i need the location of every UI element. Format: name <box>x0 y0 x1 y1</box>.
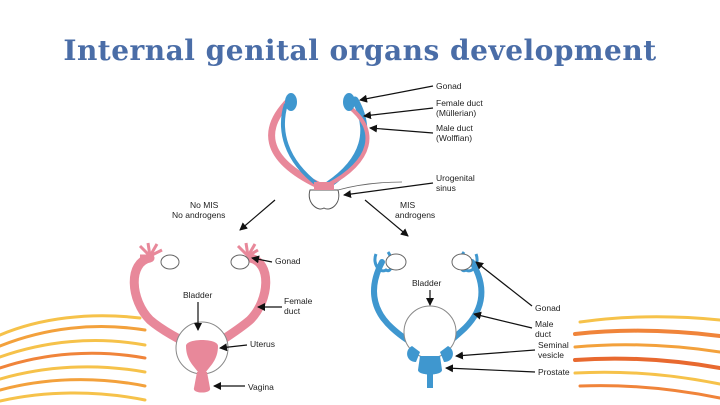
male-duct-sublabel: duct <box>535 329 552 339</box>
prostate <box>418 356 442 375</box>
seminal-vesicle-right <box>440 346 453 362</box>
vagina-label: Vagina <box>248 382 274 392</box>
female-uterus <box>186 340 218 372</box>
male-duct-sublabel: (Wolffian) <box>436 133 472 143</box>
gonad-label: Gonad <box>436 81 462 91</box>
male-testis-left <box>385 253 407 271</box>
male-development <box>370 251 485 388</box>
top-leader-lines <box>343 85 434 199</box>
seminal-vesicle-sublabel: vesicle <box>538 350 564 360</box>
decorative-swoosh-left <box>0 314 147 403</box>
female-duct-sublabel: (Müllerian) <box>436 108 476 118</box>
mis-label: MIS <box>400 200 415 210</box>
no-mis-label: No MIS <box>190 200 219 210</box>
top-labels: Gonad Female duct (Müllerian) Male duct … <box>436 81 483 193</box>
gonad-left <box>285 93 297 111</box>
branch-labels: No MIS No androgens MIS androgens <box>172 200 435 220</box>
urogenital-sinus-label: Urogenital <box>436 173 475 183</box>
male-urethra <box>427 372 433 388</box>
uterus-label: Uterus <box>250 339 275 349</box>
female-vagina <box>193 372 211 393</box>
female-fimbria-right <box>236 242 259 258</box>
androgens-label: androgens <box>395 210 435 220</box>
female-bladder-label: Bladder <box>183 290 212 300</box>
female-gonad-label: Gonad <box>275 256 301 266</box>
branch-arrows <box>239 199 409 237</box>
male-duct-label: Male <box>535 319 554 329</box>
prostate-label: Prostate <box>538 367 570 377</box>
male-gonad-label: Gonad <box>535 303 561 313</box>
female-labels: Gonad Bladder Female duct Uterus Vagina <box>183 256 313 392</box>
page-title: Internal genital organs development <box>63 34 657 67</box>
male-testis-right <box>451 253 473 271</box>
male-leader-lines <box>426 261 536 373</box>
mullerian-duct-left <box>268 96 322 189</box>
male-duct-label: Male duct <box>436 123 473 133</box>
decorative-swoosh-right <box>573 315 720 400</box>
urogenital-sinus <box>308 189 340 210</box>
seminal-vesicle-left <box>407 346 420 362</box>
male-bladder-label: Bladder <box>412 278 441 288</box>
female-duct-label: Female <box>284 296 313 306</box>
seminal-vesicle-label: Seminal <box>538 340 569 350</box>
female-ovary-right <box>230 254 250 270</box>
urogenital-sinus-sublabel: sinus <box>436 183 456 193</box>
female-leader-lines <box>194 255 282 390</box>
female-development <box>129 242 271 393</box>
wolffian-duct-right <box>327 104 370 187</box>
wolffian-duct-left <box>281 103 320 187</box>
female-duct-label: Female duct <box>436 98 483 108</box>
female-fimbria-left <box>138 242 163 258</box>
no-androgens-label: No androgens <box>172 210 225 220</box>
male-labels: Bladder Gonad Male duct Seminal vesicle … <box>412 278 570 377</box>
gonad-right <box>343 93 355 111</box>
indifferent-stage <box>268 93 403 210</box>
female-duct-sublabel: duct <box>284 306 301 316</box>
female-ovary-left <box>160 254 180 270</box>
